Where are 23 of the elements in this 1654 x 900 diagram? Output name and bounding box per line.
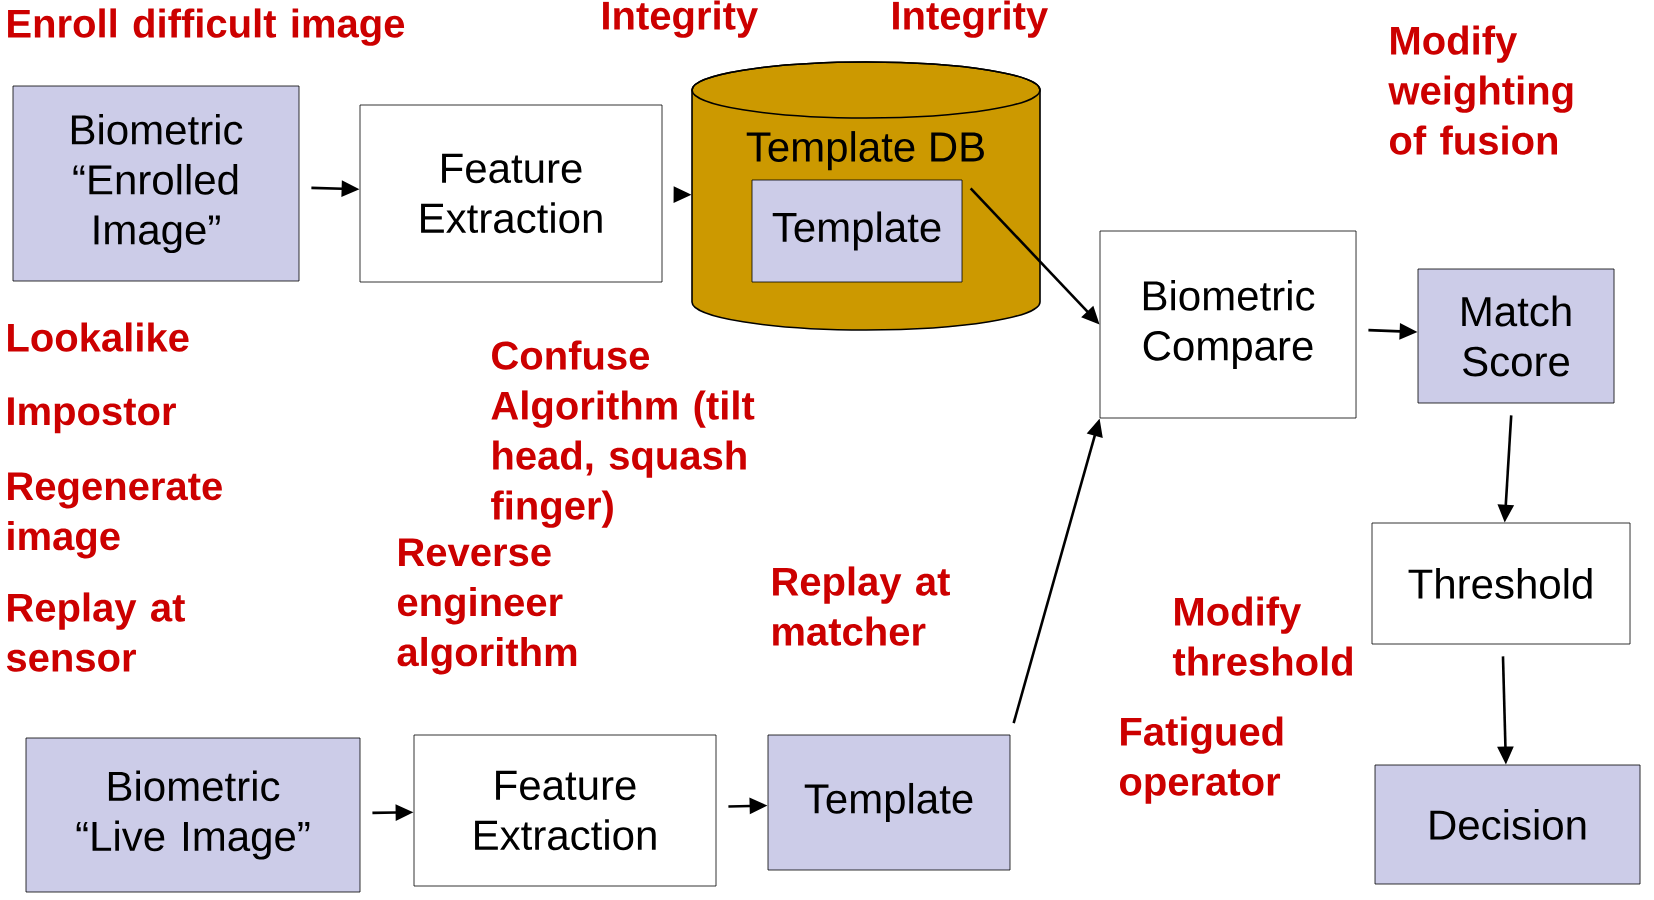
process-box: Match Score	[1417, 268, 1615, 404]
process-box: Decision	[1374, 764, 1641, 885]
attack-label: Modify weighting of fusion	[1388, 25, 1573, 155]
attack-label: Modify threshold	[1172, 596, 1352, 676]
process-box: Template	[767, 734, 1011, 871]
attack-label: Regenerate image	[8, 472, 222, 559]
attack-label: Enroll difficult image	[8, 8, 405, 46]
attack-label: Reverse engineer algorithm	[397, 538, 577, 675]
attack-label: Impostor	[8, 397, 176, 434]
process-box: Biometric Compare	[1099, 230, 1357, 419]
process-box: Feature Extraction	[359, 104, 663, 283]
attack-label: Confuse Algorithm (tilt head, squash finger)	[491, 340, 755, 528]
process-box: Threshold	[1371, 522, 1631, 645]
process-box: Feature Extraction	[413, 734, 717, 887]
attack-label: Lookalike	[8, 322, 189, 352]
attack-label: Replay at matcher	[773, 566, 950, 646]
attack-label: Integrity	[603, 0, 758, 38]
attack-label: Fatigued operator	[1120, 716, 1283, 804]
attack-label: Replay at sensor	[6, 592, 185, 672]
process-box: Biometric “Live Image”	[25, 737, 361, 893]
process-box: Template	[751, 179, 963, 283]
attack-label: Integrity	[893, 0, 1048, 38]
process-box: Biometric “Enrolled Image”	[12, 85, 300, 282]
